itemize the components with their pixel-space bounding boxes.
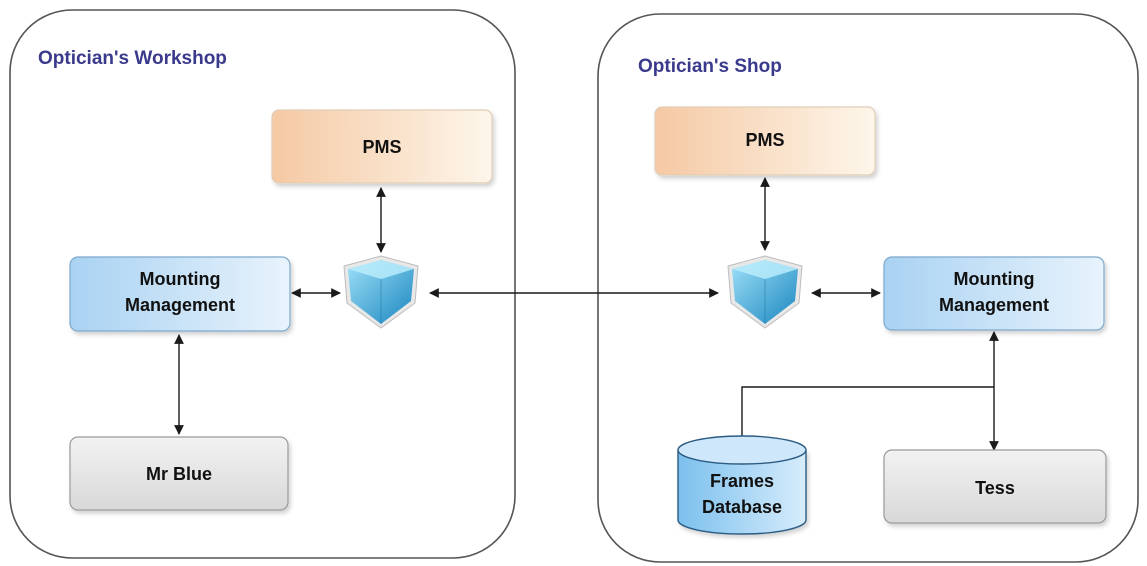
shop-mounting-box: Mounting Management: [883, 256, 1105, 331]
workshop-title: Optician's Workshop: [38, 48, 227, 69]
workshop-mounting-label-line2: Management: [125, 295, 235, 315]
workshop-panel-border: [9, 9, 516, 559]
shop-title: Optician's Shop: [638, 56, 782, 77]
shop-mounting-label-line1: Mounting: [954, 269, 1035, 289]
workshop-mounting-label-line1: Mounting: [140, 269, 221, 289]
workshop-mounting-box: Mounting Management: [69, 256, 291, 332]
shop-panel-border: [597, 13, 1139, 563]
shop-pms-box: PMS: [654, 106, 876, 176]
shop-database-label-line1: Frames: [710, 471, 774, 491]
workshop-device-label: Mr Blue: [146, 464, 212, 484]
shop-mounting-label-line2: Management: [939, 295, 1049, 315]
shop-hub-icon: [727, 255, 803, 329]
workshop-hub-icon: [343, 255, 419, 329]
shop-panel: Optician's Shop: [597, 13, 1139, 563]
workshop-pms-box: PMS: [271, 109, 493, 184]
workshop-device-box: Mr Blue: [69, 436, 289, 511]
shop-device-label: Tess: [975, 478, 1015, 498]
connectors: [174, 177, 999, 451]
shop-pms-label: PMS: [745, 130, 784, 150]
shop-device-box: Tess: [883, 449, 1107, 524]
shop-database-label-line2: Database: [702, 497, 782, 517]
shop-mounting-database-link: [737, 386, 994, 447]
workshop-panel: Optician's Workshop: [9, 9, 516, 559]
shop-database-cylinder: Frames Database: [677, 435, 807, 535]
workshop-pms-label: PMS: [362, 137, 401, 157]
